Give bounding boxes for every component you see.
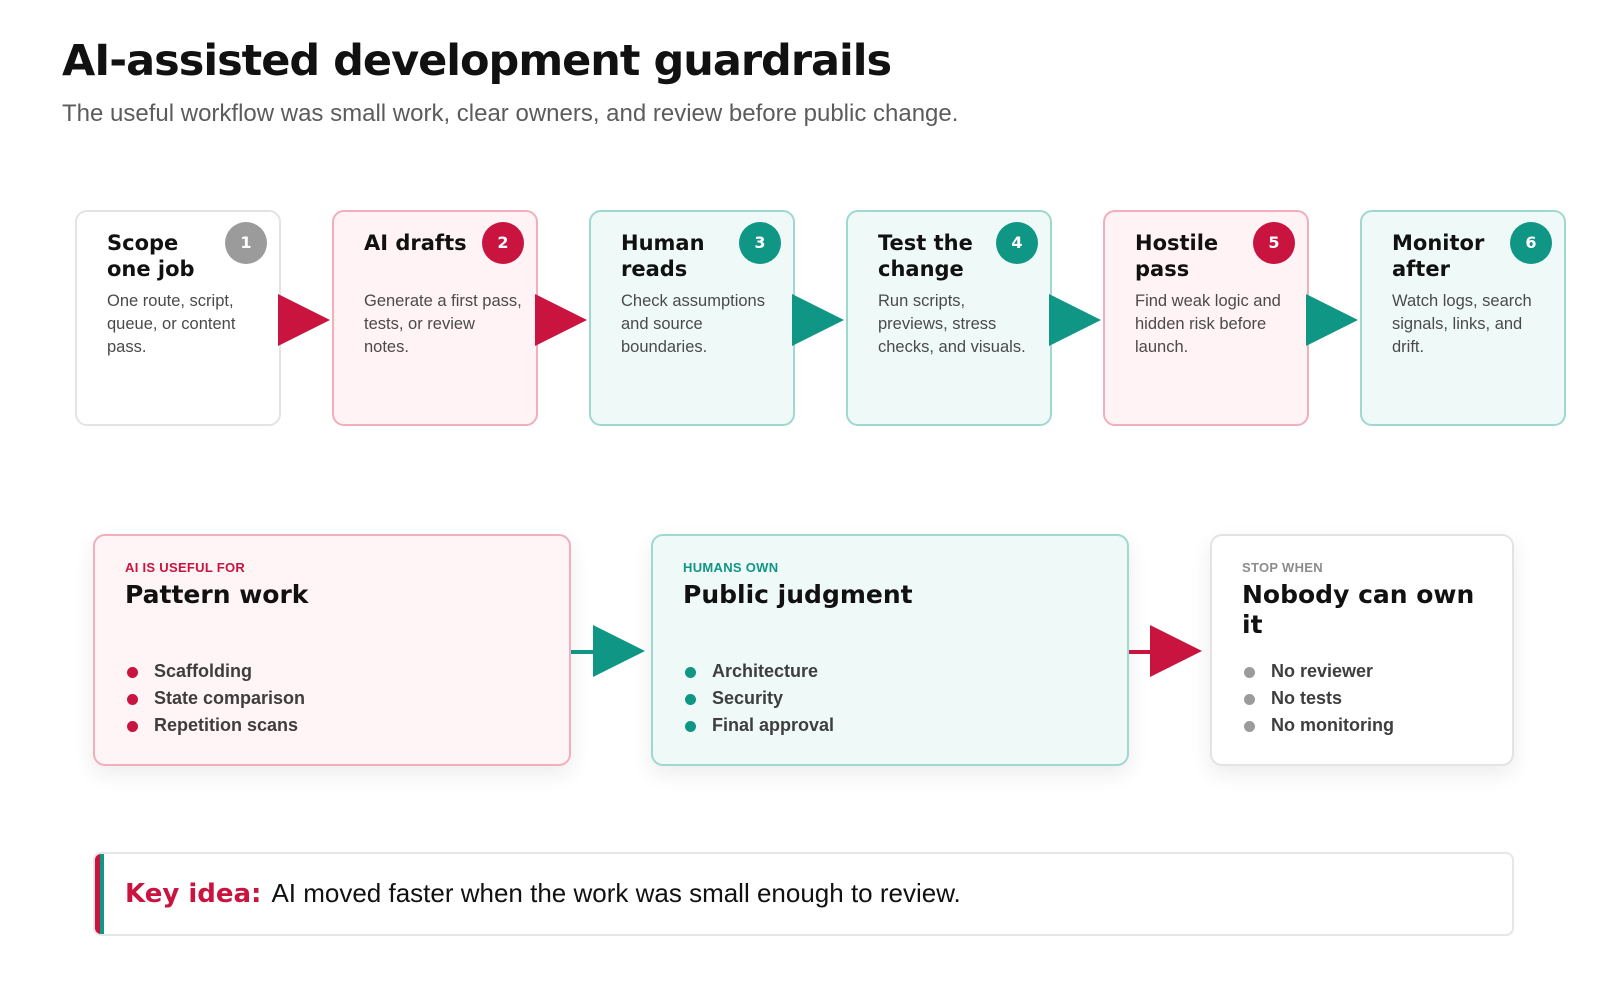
arrow-right-icon xyxy=(1150,625,1202,677)
list-item: No reviewer xyxy=(1244,658,1394,685)
step-number-badge: 6 xyxy=(1510,222,1552,264)
key-idea-line: Key idea: AI moved faster when the work w… xyxy=(125,878,961,909)
step-description: Run scripts, previews, stress checks, an… xyxy=(878,292,1026,356)
panel-list: Architecture Security Final approval xyxy=(685,658,834,739)
page-subtitle: The useful workflow was small work, clea… xyxy=(62,100,959,127)
list-item: Security xyxy=(685,685,834,712)
connector-line xyxy=(571,650,611,654)
panel-title: Public judgment xyxy=(683,580,913,609)
list-item: Final approval xyxy=(685,712,834,739)
step-card-ai-drafts: AI drafts 2 Generate a first pass, tests… xyxy=(332,210,538,426)
step-number-badge: 3 xyxy=(739,222,781,264)
step-card-test-change: Test the change 4 Run scripts, previews,… xyxy=(846,210,1052,426)
step-title: Scope one job xyxy=(107,231,195,281)
key-idea-text: AI moved faster when the work was small … xyxy=(271,878,961,908)
page-title: AI-assisted development guardrails xyxy=(62,36,892,86)
step-title: Test the change xyxy=(878,231,973,281)
bullet-dot-icon xyxy=(127,667,138,678)
arrow-right-icon xyxy=(278,294,330,346)
step-description: Check assumptions and source boundaries. xyxy=(621,292,765,356)
panel-kicker: STOP WHEN xyxy=(1242,560,1323,575)
panel-humans-own: HUMANS OWN Public judgment Architecture … xyxy=(651,534,1129,766)
step-number-badge: 1 xyxy=(225,222,267,264)
step-title: Human reads xyxy=(621,231,705,281)
step-description: One route, script, queue, or content pas… xyxy=(107,292,236,356)
step-card-monitor-after: Monitor after 6 Watch logs, search signa… xyxy=(1360,210,1566,426)
step-description: Watch logs, search signals, links, and d… xyxy=(1392,292,1532,356)
step-card-human-reads: Human reads 3 Check assumptions and sour… xyxy=(589,210,795,426)
step-number-badge: 2 xyxy=(482,222,524,264)
arrow-right-icon xyxy=(1049,294,1101,346)
bullet-dot-icon xyxy=(685,694,696,705)
step-number-badge: 5 xyxy=(1253,222,1295,264)
key-idea-label: Key idea: xyxy=(125,879,262,909)
bullet-dot-icon xyxy=(1244,721,1255,732)
connector-line xyxy=(1129,650,1169,654)
panel-stop-when: STOP WHEN Nobody can own it No reviewer … xyxy=(1210,534,1514,766)
panel-ai-useful: AI IS USEFUL FOR Pattern work Scaffoldin… xyxy=(93,534,571,766)
panel-title: Nobody can own it xyxy=(1242,580,1475,639)
panel-kicker: AI IS USEFUL FOR xyxy=(125,560,246,575)
list-item: State comparison xyxy=(127,685,305,712)
key-idea-callout: Key idea: AI moved faster when the work w… xyxy=(93,852,1514,936)
arrow-right-icon xyxy=(1306,294,1358,346)
panel-kicker: HUMANS OWN xyxy=(683,560,779,575)
bullet-dot-icon xyxy=(1244,667,1255,678)
step-card-scope: Scope one job 1 One route, script, queue… xyxy=(75,210,281,426)
list-item: Scaffolding xyxy=(127,658,305,685)
panel-title: Pattern work xyxy=(125,580,309,609)
list-item: No tests xyxy=(1244,685,1394,712)
bullet-dot-icon xyxy=(685,721,696,732)
bullet-dot-icon xyxy=(127,721,138,732)
bullet-dot-icon xyxy=(1244,694,1255,705)
panel-list: No reviewer No tests No monitoring xyxy=(1244,658,1394,739)
arrow-right-icon xyxy=(535,294,587,346)
list-item: No monitoring xyxy=(1244,712,1394,739)
step-description: Generate a first pass, tests, or review … xyxy=(364,292,522,356)
step-number-badge: 4 xyxy=(996,222,1038,264)
step-title: Monitor after xyxy=(1392,231,1485,281)
step-title: Hostile pass xyxy=(1135,231,1219,281)
panel-list: Scaffolding State comparison Repetition … xyxy=(127,658,305,739)
arrow-right-icon xyxy=(792,294,844,346)
bullet-dot-icon xyxy=(685,667,696,678)
bullet-dot-icon xyxy=(127,694,138,705)
step-title: AI drafts xyxy=(364,231,467,255)
arrow-right-icon xyxy=(593,625,645,677)
list-item: Repetition scans xyxy=(127,712,305,739)
step-description: Find weak logic and hidden risk before l… xyxy=(1135,292,1281,356)
callout-accent-bar xyxy=(95,854,104,934)
list-item: Architecture xyxy=(685,658,834,685)
step-card-hostile-pass: Hostile pass 5 Find weak logic and hidde… xyxy=(1103,210,1309,426)
